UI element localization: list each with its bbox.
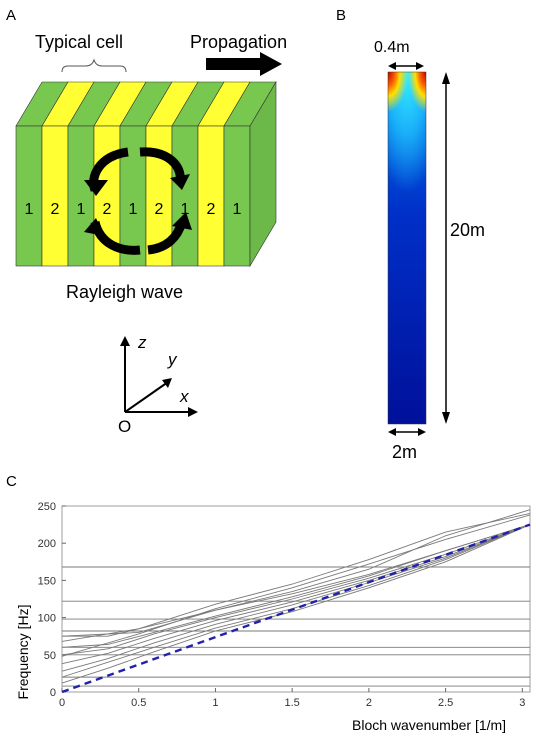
propagation-label: Propagation: [190, 32, 287, 52]
panel-c: C 0 0.5 1 1.5 2 2.5 3 0 50 100 150 200 250 Bloch wav…: [0, 470, 536, 736]
layer-stripe: [41, 125, 69, 267]
plot-frame: [61, 505, 531, 693]
layer-number: 2: [103, 201, 112, 218]
dispersion-curve: [61, 509, 531, 637]
panel-b-figure: B 0.4m 20m 2m: [336, 7, 485, 462]
layer-stripe: [171, 125, 199, 267]
dispersion-curve: [61, 524, 531, 684]
x-tick-label: 1.5: [285, 697, 300, 709]
dispersion-curve: [61, 524, 531, 648]
panel-b: B 0.4m 20m 2m: [330, 0, 536, 470]
dispersion-curve: [61, 524, 531, 656]
panel-c-label: C: [6, 473, 17, 490]
y-tick-label: 150: [38, 575, 56, 587]
dispersion-chart: C 0 0.5 1 1.5 2 2.5 3 0 50 100 150 200 250 Bloch wav…: [6, 473, 531, 733]
rayleigh-dispersion-line: [61, 523, 531, 694]
dispersion-curve: [61, 513, 531, 642]
layer-number: 2: [207, 201, 216, 218]
dispersion-curve: [61, 524, 531, 678]
layer-number: 1: [25, 201, 34, 218]
y-tick-label: 100: [38, 613, 56, 625]
dispersion-curve: [61, 514, 531, 657]
layered-block: [15, 80, 277, 268]
layer-stripe: [223, 125, 251, 267]
depth-label: 20m: [450, 220, 485, 240]
axes-icon: [120, 336, 198, 417]
layer-stripe: [197, 125, 225, 267]
layer-number: 1: [181, 201, 190, 218]
layer-number: 1: [77, 201, 86, 218]
y-tick-label: 0: [50, 687, 56, 699]
propagation-arrow-icon: [206, 52, 282, 76]
dispersion-curve: [61, 524, 531, 672]
x-tick-label: 2.5: [438, 697, 453, 709]
y-axis-label: Frequency [Hz]: [15, 605, 31, 700]
bottom-width-arrow-icon: [388, 428, 426, 436]
panel-a-label: A: [6, 7, 16, 24]
x-tick-label: 0: [59, 697, 65, 709]
layer-number: 2: [51, 201, 60, 218]
y-tick-label: 50: [44, 650, 56, 662]
x-tick-label: 3: [519, 697, 525, 709]
x-tick-label: 1: [212, 697, 218, 709]
axis-x-label: x: [179, 387, 189, 406]
axis-z-label: z: [137, 333, 147, 352]
layer-number: 2: [155, 201, 164, 218]
rotation-arrows-icon: [84, 147, 192, 255]
origin-label: O: [118, 417, 131, 436]
typical-cell-label: Typical cell: [35, 32, 123, 52]
layer-stripe: [15, 125, 43, 267]
displacement-field: [387, 71, 427, 425]
depth-arrow-icon: [442, 72, 450, 424]
layer-stripe: [67, 125, 95, 267]
x-axis-label: Bloch wavenumber [1/m]: [352, 717, 506, 733]
y-tick-label: 200: [38, 538, 56, 550]
rayleigh-wave-label: Rayleigh wave: [66, 282, 183, 302]
layer-number: 1: [233, 201, 242, 218]
typical-cell-brace: [61, 58, 127, 73]
panel-b-label: B: [336, 7, 346, 24]
top-width-arrow-icon: [388, 62, 424, 70]
top-width-label: 0.4m: [374, 39, 410, 56]
bottom-width-label: 2m: [392, 442, 417, 462]
layer-number: 1: [129, 201, 138, 218]
y-tick-label: 250: [38, 501, 56, 513]
axis-y-label: y: [167, 350, 178, 369]
dispersion-curve: [61, 524, 531, 665]
x-tick-label: 2: [366, 697, 372, 709]
x-tick-label: 0.5: [131, 697, 146, 709]
